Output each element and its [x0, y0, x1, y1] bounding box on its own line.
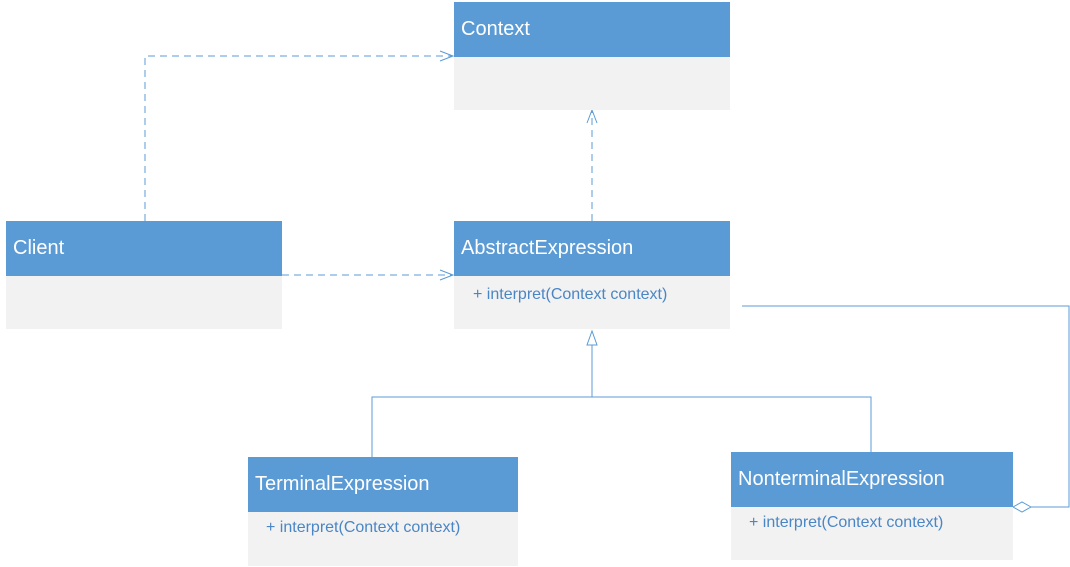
context-class-body: [454, 57, 730, 110]
terminalexpression-class-name: TerminalExpression: [255, 473, 430, 495]
client-class-header: Client: [6, 221, 282, 276]
terminalexpression-class[interactable]: TerminalExpression + interpret(Context c…: [248, 457, 518, 566]
abstractexpression-method: + interpret(Context context): [473, 286, 668, 303]
client-class-name: Client: [13, 237, 65, 259]
nonterminalexpression-method: + interpret(Context context): [749, 514, 944, 531]
client-abstractexpression-dependency: [282, 269, 455, 281]
client-context-dependency: [144, 50, 455, 221]
context-class[interactable]: Context: [454, 2, 730, 110]
nonterminalexpression-class-header: NonterminalExpression: [731, 452, 1013, 507]
terminalexpression-class-header: TerminalExpression: [248, 457, 518, 512]
nonterminalexpression-class[interactable]: NonterminalExpression + interpret(Contex…: [731, 452, 1013, 560]
context-class-name: Context: [461, 18, 530, 40]
client-class[interactable]: Client: [6, 221, 282, 329]
client-class-body: [6, 276, 282, 329]
abstractexpression-class-name: AbstractExpression: [461, 237, 634, 259]
terminalexpression-class-body: + interpret(Context context): [248, 512, 518, 566]
nonterminalexpression-class-name: NonterminalExpression: [738, 468, 945, 490]
abstractexpression-context-dependency: [586, 108, 598, 221]
nonterminalexpression-class-body: + interpret(Context context): [731, 507, 1013, 560]
generalization-connector: [371, 329, 872, 457]
abstractexpression-class[interactable]: AbstractExpression + interpret(Context c…: [454, 221, 730, 329]
terminalexpression-method: + interpret(Context context): [266, 519, 461, 536]
abstractexpression-class-body: + interpret(Context context): [454, 276, 730, 329]
abstractexpression-class-header: AbstractExpression: [454, 221, 730, 276]
context-class-header: Context: [454, 2, 730, 57]
aggregation-connector: [742, 305, 1070, 513]
